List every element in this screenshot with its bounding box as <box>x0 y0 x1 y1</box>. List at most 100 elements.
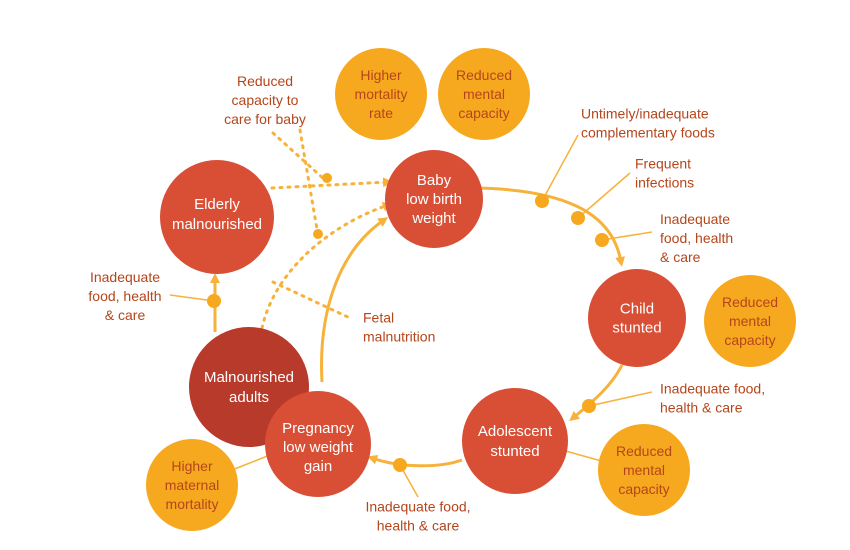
note-inadequate-pregnancy-line: Inadequate food, <box>365 499 470 515</box>
effect-higher-mortality <box>335 48 427 140</box>
connector-frequent-infections <box>577 172 631 219</box>
note-inadequate-child-line: Inadequate <box>660 211 730 227</box>
label-baby-mental-capacity-line: capacity <box>458 105 509 121</box>
label-child-stunted-line: Child <box>620 301 654 318</box>
note-inadequate-elderly-line: food, health <box>88 288 161 304</box>
label-child-mental-capacity-line: capacity <box>724 332 775 348</box>
label-child-mental-capacity-line: Reduced <box>722 294 778 310</box>
dotted-adults-to-baby <box>260 201 393 330</box>
label-higher-mortality-line: Higher <box>360 67 402 83</box>
dot-inadequate-pregnancy <box>393 458 407 472</box>
arrow-child-to-adolescent <box>569 364 624 422</box>
dot-care-junction-2 <box>313 229 323 239</box>
note-untimely-foods-line: complementary foods <box>581 125 715 141</box>
note-frequent-infections: Frequent infections <box>635 156 694 191</box>
dot-frequent-infections <box>571 211 585 225</box>
label-maternal-mortality: Higher maternal mortality <box>165 458 219 512</box>
label-malnourished-adults-line: Malnourished <box>204 369 294 386</box>
label-adolescent-mental-capacity-line: mental <box>623 462 665 478</box>
label-higher-mortality-line: mortality <box>355 86 408 102</box>
connector-inadequate-child <box>601 231 653 241</box>
label-pregnancy-low-weight-gain-line: Pregnancy <box>282 420 354 437</box>
note-inadequate-adolescent: Inadequate food, health & care <box>660 381 765 416</box>
label-higher-mortality-line: rate <box>369 105 393 121</box>
label-malnourished-adults-line: adults <box>229 389 269 406</box>
note-inadequate-pregnancy: Inadequate food, health & care <box>365 499 470 534</box>
note-frequent-infections-line: infections <box>635 175 694 191</box>
note-frequent-infections-line: Frequent <box>635 156 691 172</box>
note-untimely-foods-line: Untimely/inadequate <box>581 106 709 122</box>
note-inadequate-child-line: & care <box>660 249 701 265</box>
dot-inadequate-child <box>595 233 609 247</box>
node-adolescent-stunted <box>462 388 568 494</box>
label-baby-mental-capacity-line: mental <box>463 86 505 102</box>
label-child-mental-capacity: Reduced mental capacity <box>722 294 778 348</box>
note-fetal-malnutrition: Fetal malnutrition <box>363 310 435 345</box>
node-pregnancy-low-weight-gain <box>265 391 371 497</box>
dotted-fetal-line <box>271 280 352 320</box>
note-fetal-malnutrition-line: malnutrition <box>363 329 435 345</box>
note-inadequate-child: Inadequate food, health & care <box>660 211 733 265</box>
label-maternal-mortality-line: Higher <box>171 458 213 474</box>
arrow-pregnancy-to-baby <box>320 217 389 383</box>
label-baby-low-birth-weight: Baby low birth weight <box>406 172 462 227</box>
dot-inadequate-elderly <box>207 294 221 308</box>
note-reduced-capacity-care-line: capacity to <box>232 92 299 108</box>
note-inadequate-child-line: food, health <box>660 230 733 246</box>
label-pregnancy-low-weight-gain-line: low weight <box>283 439 354 456</box>
connector-inadequate-adolescent <box>588 391 653 407</box>
label-higher-mortality: Higher mortality rate <box>355 67 408 121</box>
label-elderly-malnourished: Elderly malnourished <box>172 196 262 233</box>
note-inadequate-pregnancy-line: health & care <box>377 518 460 534</box>
effect-maternal-mortality <box>146 439 238 531</box>
dot-untimely-foods <box>535 194 549 208</box>
effect-baby-mental-capacity <box>438 48 530 140</box>
label-adolescent-stunted-line: Adolescent <box>478 423 553 440</box>
label-child-mental-capacity-line: mental <box>729 313 771 329</box>
note-inadequate-adolescent-line: Inadequate food, <box>660 381 765 397</box>
effect-child-mental-capacity <box>704 275 796 367</box>
dotted-elderly-to-baby <box>270 177 393 190</box>
effect-adolescent-mental-capacity <box>598 424 690 516</box>
label-pregnancy-low-weight-gain: Pregnancy low weight gain <box>282 420 354 475</box>
connector-inadequate-elderly <box>169 294 215 302</box>
connector-maternal-mortality <box>231 454 271 471</box>
dotted-care-line-b <box>298 128 320 237</box>
note-fetal-malnutrition-line: Fetal <box>363 310 394 326</box>
label-pregnancy-low-weight-gain-line: gain <box>304 458 332 475</box>
label-elderly-malnourished-line: malnourished <box>172 216 262 233</box>
note-reduced-capacity-care: Reduced capacity to care for baby <box>224 73 306 127</box>
note-reduced-capacity-care-line: Reduced <box>237 73 293 89</box>
connector-adolescent-mental <box>561 449 606 463</box>
label-baby-low-birth-weight-line: Baby <box>417 172 452 189</box>
label-maternal-mortality-line: maternal <box>165 477 219 493</box>
note-untimely-foods: Untimely/inadequate complementary foods <box>581 106 715 141</box>
label-adolescent-mental-capacity: Reduced mental capacity <box>616 443 672 497</box>
label-elderly-malnourished-line: Elderly <box>194 196 240 213</box>
note-inadequate-elderly-line: & care <box>105 307 146 323</box>
arrow-adolescent-to-pregnancy <box>367 454 463 468</box>
dotted-care-line-a <box>271 131 327 182</box>
label-adolescent-mental-capacity-line: Reduced <box>616 443 672 459</box>
label-baby-low-birth-weight-line: weight <box>411 210 456 227</box>
dot-inadequate-adolescent <box>582 399 596 413</box>
label-child-stunted-line: stunted <box>612 320 661 337</box>
label-adolescent-stunted: Adolescent stunted <box>478 423 553 460</box>
label-adolescent-mental-capacity-line: capacity <box>618 481 669 497</box>
label-adolescent-stunted-line: stunted <box>490 443 539 460</box>
label-baby-low-birth-weight-line: low birth <box>406 191 462 208</box>
node-baby-low-birth-weight <box>385 150 483 248</box>
label-baby-mental-capacity: Reduced mental capacity <box>456 67 512 121</box>
arrow-baby-to-child <box>477 186 626 267</box>
label-malnourished-adults: Malnourished adults <box>204 369 294 406</box>
label-baby-mental-capacity-line: Reduced <box>456 67 512 83</box>
label-child-stunted: Child stunted <box>612 301 661 337</box>
dot-care-junction <box>322 173 332 183</box>
note-reduced-capacity-care-line: care for baby <box>224 111 306 127</box>
label-maternal-mortality-line: mortality <box>166 496 219 512</box>
note-inadequate-adolescent-line: health & care <box>660 400 743 416</box>
node-elderly-malnourished <box>160 160 274 274</box>
